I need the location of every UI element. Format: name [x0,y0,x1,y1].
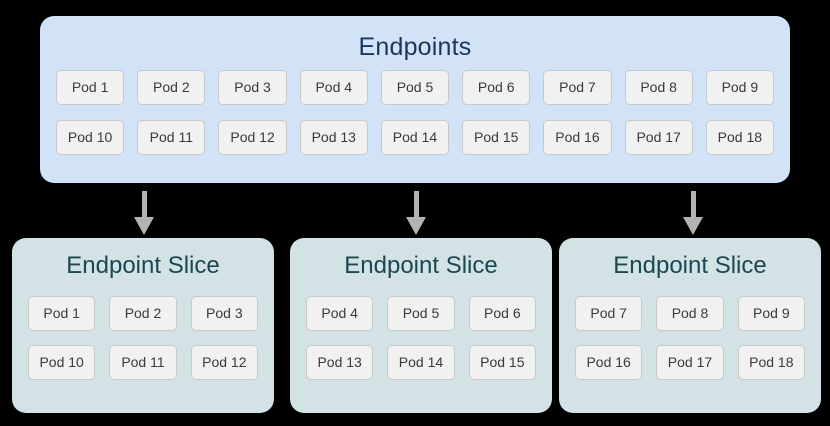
pod-chip[interactable]: Pod 8 [656,296,724,331]
pod-chip[interactable]: Pod 6 [468,296,536,331]
pod-chip[interactable]: Pod 7 [543,70,612,105]
endpoint-slice-title: Endpoint Slice [66,252,220,279]
endpoint-slice-panel-3: Endpoint Slice Pod 7 Pod 8 Pod 9 Pod 16 … [559,238,821,413]
pod-chip[interactable]: Pod 12 [218,120,287,155]
arrow-down-icon [131,191,157,235]
pod-chip[interactable]: Pod 15 [468,345,536,380]
pod-chip[interactable]: Pod 4 [299,70,368,105]
endpoints-pod-row-1: Pod 1 Pod 2 Pod 3 Pod 4 Pod 5 Pod 6 Pod … [56,70,774,105]
pod-chip[interactable]: Pod 2 [109,296,177,331]
pod-chip[interactable]: Pod 11 [137,120,206,155]
endpoint-slice-panel-1: Endpoint Slice Pod 1 Pod 2 Pod 3 Pod 10 … [12,238,274,413]
pod-chip[interactable]: Pod 1 [28,296,96,331]
pod-chip[interactable]: Pod 8 [624,70,693,105]
pod-chip[interactable]: Pod 3 [190,296,258,331]
arrow-head [134,217,154,235]
endpoints-title: Endpoints [358,33,472,61]
pod-chip[interactable]: Pod 13 [306,345,374,380]
pod-chip[interactable]: Pod 4 [306,296,374,331]
pod-chip[interactable]: Pod 13 [299,120,368,155]
arrow-head [683,217,703,235]
arrow-shaft [691,191,696,219]
pod-chip[interactable]: Pod 5 [387,296,455,331]
pod-chip[interactable]: Pod 10 [56,120,125,155]
endpoint-slice-pod-row-1: Pod 4 Pod 5 Pod 6 [306,296,536,331]
pod-chip[interactable]: Pod 5 [380,70,450,105]
pod-chip[interactable]: Pod 7 [575,296,643,331]
pod-chip[interactable]: Pod 14 [380,120,450,155]
pod-chip[interactable]: Pod 9 [737,296,805,331]
endpoint-slice-pod-row-2: Pod 10 Pod 11 Pod 12 [28,345,258,380]
endpoints-pod-grid: Pod 1 Pod 2 Pod 3 Pod 4 Pod 5 Pod 6 Pod … [56,70,774,155]
pod-chip[interactable]: Pod 11 [109,345,177,380]
arrow-down-icon [680,191,706,235]
endpoint-slice-pod-row-1: Pod 1 Pod 2 Pod 3 [28,296,258,331]
pod-chip[interactable]: Pod 9 [705,70,774,105]
endpoint-slice-pod-grid: Pod 7 Pod 8 Pod 9 Pod 16 Pod 17 Pod 18 [575,296,805,380]
endpoint-slice-pod-grid: Pod 4 Pod 5 Pod 6 Pod 13 Pod 14 Pod 15 [306,296,536,380]
arrow-shaft [414,191,419,219]
endpoint-slice-panel-2: Endpoint Slice Pod 4 Pod 5 Pod 6 Pod 13 … [290,238,552,413]
endpoints-pod-row-2: Pod 10 Pod 11 Pod 12 Pod 13 Pod 14 Pod 1… [56,120,774,155]
endpoint-slice-pod-grid: Pod 1 Pod 2 Pod 3 Pod 10 Pod 11 Pod 12 [28,296,258,380]
pod-chip[interactable]: Pod 12 [190,345,258,380]
arrow-head [406,217,426,235]
pod-chip[interactable]: Pod 16 [575,345,643,380]
endpoint-slice-pod-row-1: Pod 7 Pod 8 Pod 9 [575,296,805,331]
pod-chip[interactable]: Pod 10 [28,345,96,380]
endpoints-panel: Endpoints Pod 1 Pod 2 Pod 3 Pod 4 Pod 5 … [40,16,790,183]
endpoint-slice-pod-row-2: Pod 13 Pod 14 Pod 15 [306,345,536,380]
pod-chip[interactable]: Pod 1 [56,70,125,105]
pod-chip[interactable]: Pod 6 [462,70,531,105]
pod-chip[interactable]: Pod 16 [543,120,612,155]
pod-chip[interactable]: Pod 14 [387,345,455,380]
arrow-shaft [142,191,147,219]
pod-chip[interactable]: Pod 18 [705,120,774,155]
pod-chip[interactable]: Pod 2 [137,70,206,105]
pod-chip[interactable]: Pod 18 [737,345,805,380]
pod-chip[interactable]: Pod 3 [218,70,287,105]
pod-chip[interactable]: Pod 17 [624,120,693,155]
endpoint-slice-title: Endpoint Slice [613,252,767,279]
endpoint-slice-pod-row-2: Pod 16 Pod 17 Pod 18 [575,345,805,380]
pod-chip[interactable]: Pod 17 [656,345,724,380]
arrow-down-icon [403,191,429,235]
endpoint-slice-title: Endpoint Slice [344,252,498,279]
pod-chip[interactable]: Pod 15 [462,120,531,155]
